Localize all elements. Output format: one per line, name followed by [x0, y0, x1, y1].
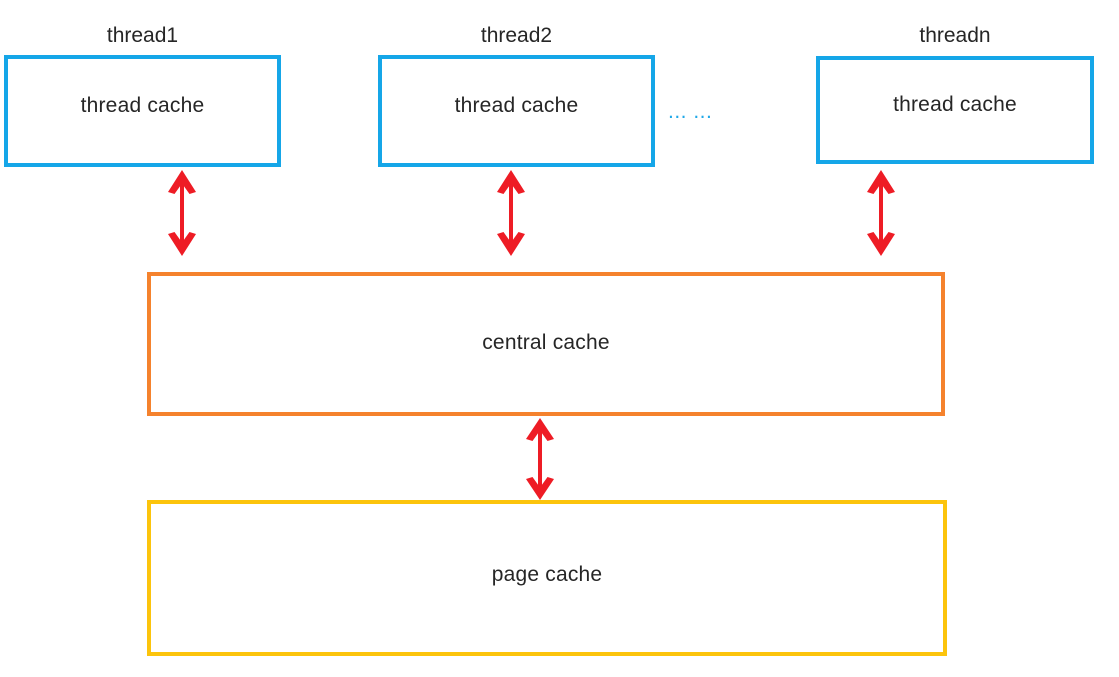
- thread-cache-label-1: thread cache: [80, 93, 205, 117]
- page-cache-label: page cache: [491, 562, 603, 586]
- ellipsis-text: ... ...: [668, 100, 713, 123]
- thread-cache-label-n: thread cache: [893, 92, 1017, 116]
- double-arrow-threadn-central-icon: [867, 170, 895, 256]
- central-cache-label: central cache: [482, 330, 610, 354]
- caption-threadn: threadn: [919, 24, 991, 47]
- thread-cache-box-2: thread cache: [378, 55, 655, 167]
- thread-cache-box-1: thread cache: [4, 55, 281, 167]
- thread-cache-box-n: thread cache: [816, 56, 1094, 164]
- double-arrow-thread1-central-icon: [168, 170, 196, 256]
- caption-thread1: thread1: [106, 24, 179, 47]
- double-arrow-thread2-central-icon: [497, 170, 525, 256]
- central-cache-box: central cache: [147, 272, 945, 416]
- thread-cache-label-2: thread cache: [454, 93, 579, 117]
- page-cache-box: page cache: [147, 500, 947, 656]
- caption-thread2: thread2: [480, 24, 553, 47]
- double-arrow-central-page-icon: [526, 418, 554, 500]
